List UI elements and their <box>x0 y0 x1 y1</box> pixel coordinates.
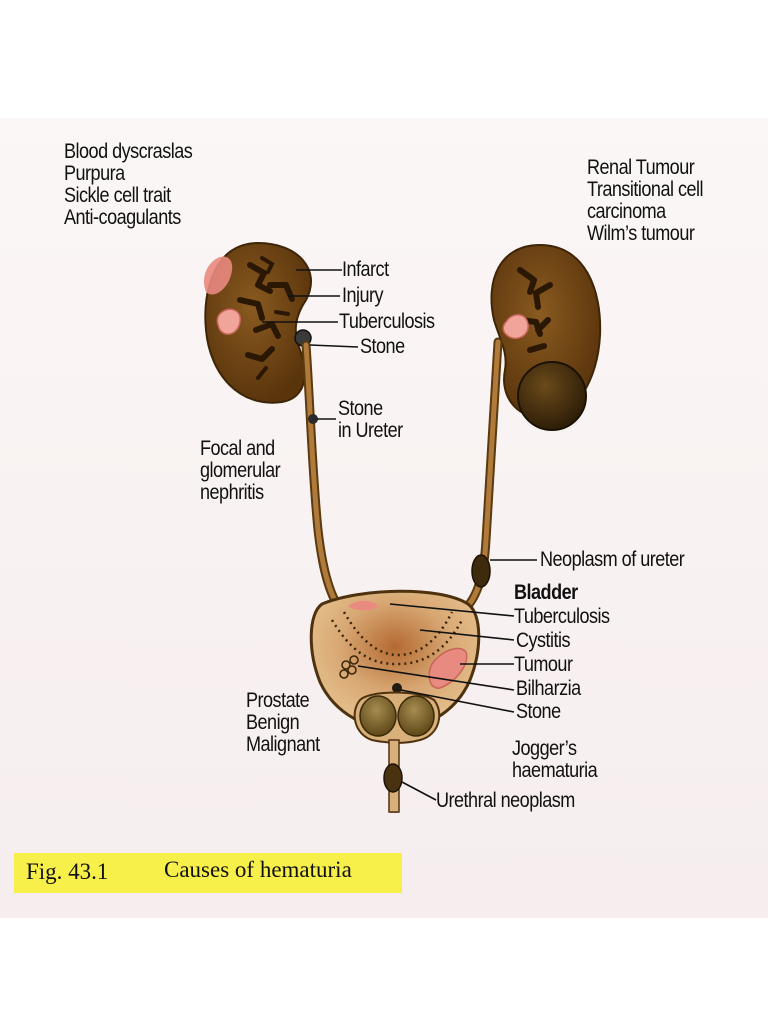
label-urethral-neoplasm: Urethral neoplasm <box>436 789 575 812</box>
blood-dyscrasias-group: Blood dyscraslas Purpura Sickle cell tra… <box>64 140 193 229</box>
ureter-stone <box>308 414 318 424</box>
bladder <box>309 589 481 732</box>
prostate-item-benign: Benign <box>246 711 300 734</box>
label-stone-in-ureter-line1: Stone <box>338 397 383 420</box>
label-stone-in-ureter-line2: in Ureter <box>338 419 403 442</box>
label-nephritis-line3: nephritis <box>200 481 264 504</box>
renal-tumour-item-carcinoma: carcinoma <box>587 200 666 223</box>
wilms-tumour-mass <box>517 361 587 431</box>
label-stone-bladder: Stone <box>516 700 561 723</box>
prostate <box>353 691 441 744</box>
label-nephritis-line2: glomerular <box>200 459 281 482</box>
blood-dyscrasias-title: Blood dyscraslas <box>64 140 193 163</box>
bilharzia-eggs <box>339 655 359 679</box>
label-nephritis-line1: Focal and <box>200 437 275 460</box>
label-tuberculosis-kidney: Tuberculosis <box>339 310 435 333</box>
label-joggers-line2: haematuria <box>512 759 598 782</box>
label-tumour: Tumour <box>514 653 573 676</box>
label-stone-kidney: Stone <box>360 335 405 358</box>
prostate-title: Prostate <box>246 689 310 712</box>
label-bilharzia: Bilharzia <box>516 677 581 700</box>
label-neoplasm-of-ureter: Neoplasm of ureter <box>540 548 685 571</box>
transitional-cell-lesion <box>502 314 529 340</box>
prostate-group: Prostate Benign Malignant <box>246 690 320 756</box>
figure-title: Causes of hematuria <box>164 857 352 882</box>
blood-dyscrasias-item-sickle-cell: Sickle cell trait <box>64 184 171 207</box>
bladder-tb-lesion <box>348 600 378 611</box>
label-joggers-haematuria: Jogger’s haematuria <box>512 737 598 782</box>
urethra <box>383 739 403 813</box>
ureter-neoplasm <box>471 554 491 588</box>
infarct-lesion <box>204 256 233 295</box>
label-bladder-tuberculosis: Tuberculosis <box>514 605 610 628</box>
figure-caption: Fig. 43.1 Causes of hematuria <box>14 853 402 893</box>
label-stone-in-ureter: Stone in Ureter <box>338 398 403 442</box>
renal-tumour-title: Renal Tumour <box>587 156 695 179</box>
tuberculosis-lesion <box>216 308 241 335</box>
blood-dyscrasias-item-anticoagulants: Anti-coagulants <box>64 206 181 229</box>
leader-lines <box>262 269 537 801</box>
bladder-stone <box>392 683 402 693</box>
label-injury: Injury <box>342 284 384 307</box>
label-infarct: Infarct <box>342 258 389 281</box>
renal-tumour-item-transitional-cell: Transitional cell <box>587 178 704 201</box>
bladder-title: Bladder <box>514 581 578 604</box>
right-kidney <box>490 243 602 431</box>
label-joggers-line1: Jogger’s <box>512 737 577 760</box>
label-nephritis: Focal and glomerular nephritis <box>200 437 281 504</box>
figure-number: Fig. 43.1 <box>26 859 109 884</box>
label-cystitis: Cystitis <box>516 629 571 652</box>
renal-tumour-item-wilms: Wilm’s tumour <box>587 222 695 245</box>
left-kidney <box>204 241 312 404</box>
ureters <box>301 337 503 613</box>
renal-tumour-group: Renal Tumour Transitional cell carcinoma… <box>587 156 704 245</box>
blood-dyscrasias-item-purpura: Purpura <box>64 162 125 185</box>
prostate-item-malignant: Malignant <box>246 733 320 756</box>
urethral-neoplasm-mass <box>383 763 403 793</box>
textbook-page-background <box>0 118 768 918</box>
